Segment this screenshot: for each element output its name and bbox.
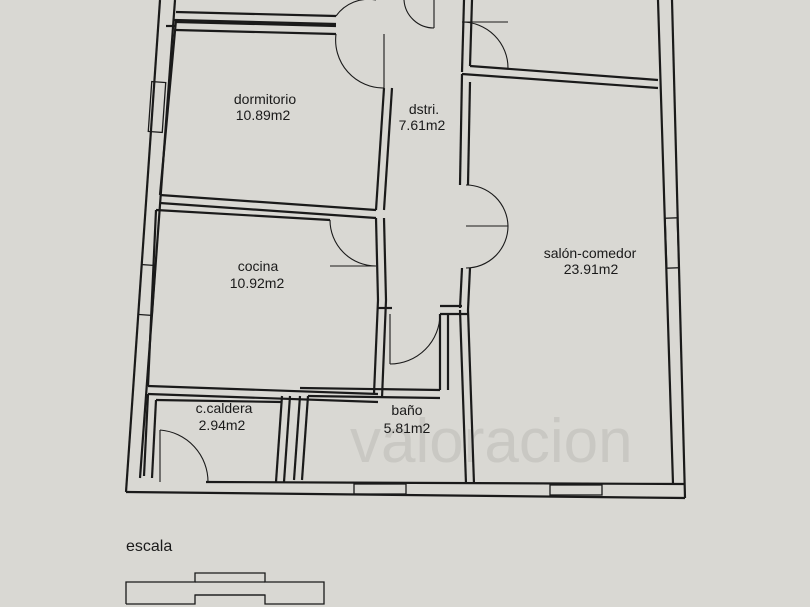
bano-walls xyxy=(292,314,450,481)
room-area: 7.61m2 xyxy=(399,117,446,133)
scale-label: escala xyxy=(126,538,172,555)
top-rooms-walls xyxy=(173,0,659,90)
dormitorio-walls xyxy=(158,19,394,220)
room-name: cocina xyxy=(238,258,279,274)
bottom-windows xyxy=(353,483,603,496)
right-window xyxy=(664,217,680,269)
room-area: 5.81m2 xyxy=(384,420,431,436)
room-area: 10.89m2 xyxy=(236,107,291,123)
watermark-text: valoracion xyxy=(350,407,633,476)
cocina-walls xyxy=(146,208,392,404)
doors xyxy=(159,0,509,483)
room-name: dstri. xyxy=(409,101,439,117)
distribuidor-walls xyxy=(440,73,476,485)
scale-bar xyxy=(125,572,325,605)
room-label-cocina: cocina 10.92m2 xyxy=(230,258,285,291)
room-label-bano: baño 5.81m2 xyxy=(384,402,431,436)
room-label-salon: salón-comedor 23.91m2 xyxy=(544,245,637,277)
room-area: 10.92m2 xyxy=(230,275,285,291)
room-name: dormitorio xyxy=(234,91,296,107)
room-label-distribuidor: dstri. 7.61m2 xyxy=(399,101,446,133)
room-area: 23.91m2 xyxy=(564,261,619,277)
room-name: c.caldera xyxy=(196,400,253,416)
room-label-dormitorio: dormitorio 10.89m2 xyxy=(234,91,296,123)
caldera-walls xyxy=(142,393,292,483)
room-name: baño xyxy=(391,402,422,418)
room-label-caldera: c.caldera 2.94m2 xyxy=(196,400,253,433)
room-name: salón-comedor xyxy=(544,245,637,261)
left-windows xyxy=(137,80,167,317)
room-area: 2.94m2 xyxy=(199,417,246,433)
